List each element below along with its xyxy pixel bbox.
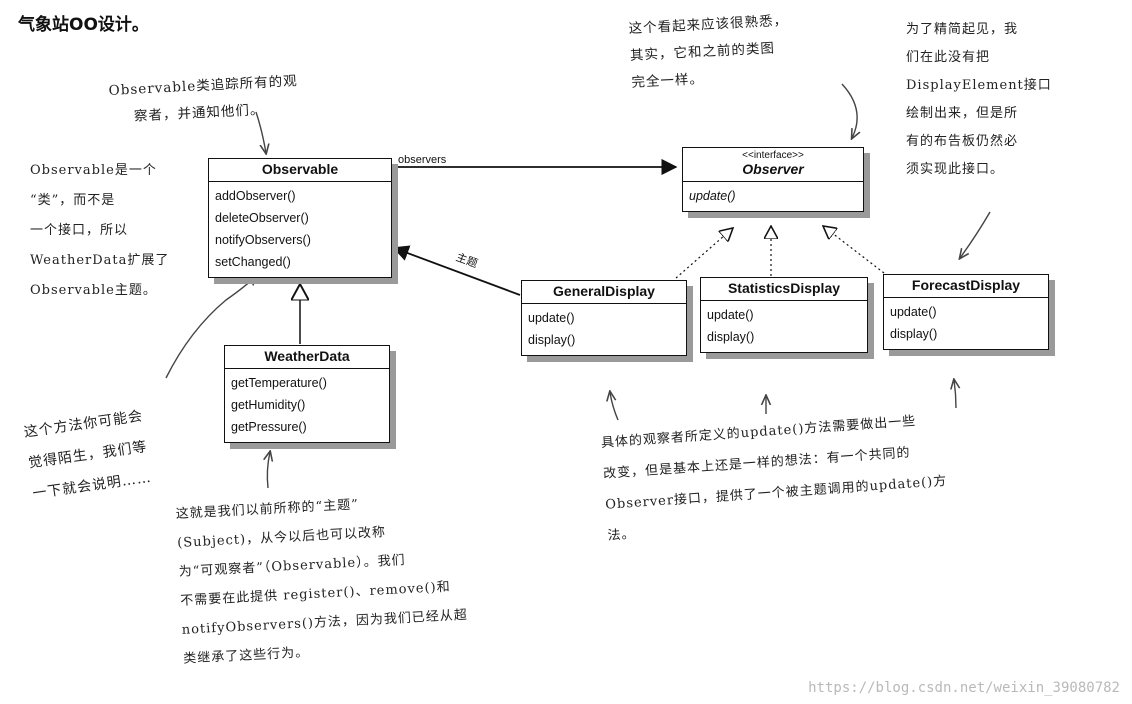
pointer-arrow-displayelement-note [960,211,991,258]
observer-method-update: update() [689,189,736,203]
weatherdata-class-name: WeatherData [225,346,389,369]
note-method-explain-later: 这个方法你可能会 觉得陌生，我们等 一下就会说明…… [22,408,153,503]
note-update-explain: 具体的观察者所定义的update()方法需要做出一些 改变，但是基本上还是一样的… [600,413,948,544]
generaldisplay-class: GeneralDisplay update() display() [521,280,687,356]
page-title: 气象站OO设计。 [18,15,149,35]
weatherdata-method-get-humidity: getHumidity() [231,398,306,412]
pointer-arrow-setchanged-note [165,276,256,379]
observer-interface-name: Observer [742,161,804,177]
note-looks-familiar: 这个看起来应该很熟悉， 其实，它和之前的类图 完全一样。 [628,12,789,91]
statisticsdisplay-class-name: StatisticsDisplay [701,278,867,301]
note-display-element: 为了精简起见，我 们在此没有把 DisplayElement接口 绘制出来，但是… [906,22,1052,177]
observers-edge-label: observers [398,154,447,166]
pointer-arrow-observable-note [255,111,266,153]
pointer-arrow-weatherdata-note [267,452,270,489]
note-observable-tracks: Observable类追踪所有的观 察者，并通知他们。 [108,73,299,125]
pointer-arrow-update-3 [954,380,956,409]
observable-class-name: Observable [209,159,391,182]
weatherdata-class: WeatherData getTemperature() getHumidity… [224,345,390,443]
subject-association-line [392,245,521,296]
weatherdata-method-get-pressure: getPressure() [231,420,307,434]
statisticsdisplay-method-display: display() [707,330,755,344]
pointer-arrow-update-1 [610,392,619,421]
statisticsdisplay-class: StatisticsDisplay update() display() [700,277,868,353]
observer-interface: <<interface>> Observer update() [682,147,864,212]
observable-method-set-changed: setChanged() [215,255,291,269]
note-subject-explain: 这就是我们以前所称的“主题” (Subject)，从今以后也可以改称 为“可观察… [175,497,469,667]
forecastdisplay-class-name: ForecastDisplay [884,275,1048,298]
forecastdisplay-class: ForecastDisplay update() display() [883,274,1049,350]
generaldisplay-method-display: display() [528,333,576,347]
pointer-arrow-observer-note [841,83,857,138]
note-observable-is-class: Observable是一个 “类”，而不是 一个接口，所以 WeatherDat… [30,163,170,298]
forecastdisplay-method-update: update() [890,305,937,319]
generaldisplay-method-update: update() [528,311,575,325]
generaldisplay-class-name: GeneralDisplay [522,281,686,304]
generaldisplay-realization-line [675,228,733,279]
observable-method-add-observer: addObserver() [215,189,296,203]
weatherdata-method-get-temperature: getTemperature() [231,376,327,390]
forecastdisplay-method-display: display() [890,327,938,341]
observable-method-notify-observers: notifyObservers() [215,233,311,247]
observer-stereotype: <<interface>> [742,150,804,161]
watermark: https://blog.csdn.net/weixin_39080782 [808,680,1120,696]
observable-class: Observable addObserver() deleteObserver(… [208,158,392,278]
forecastdisplay-realization-line [823,226,885,274]
statisticsdisplay-method-update: update() [707,308,754,322]
observable-method-delete-observer: deleteObserver() [215,211,309,225]
